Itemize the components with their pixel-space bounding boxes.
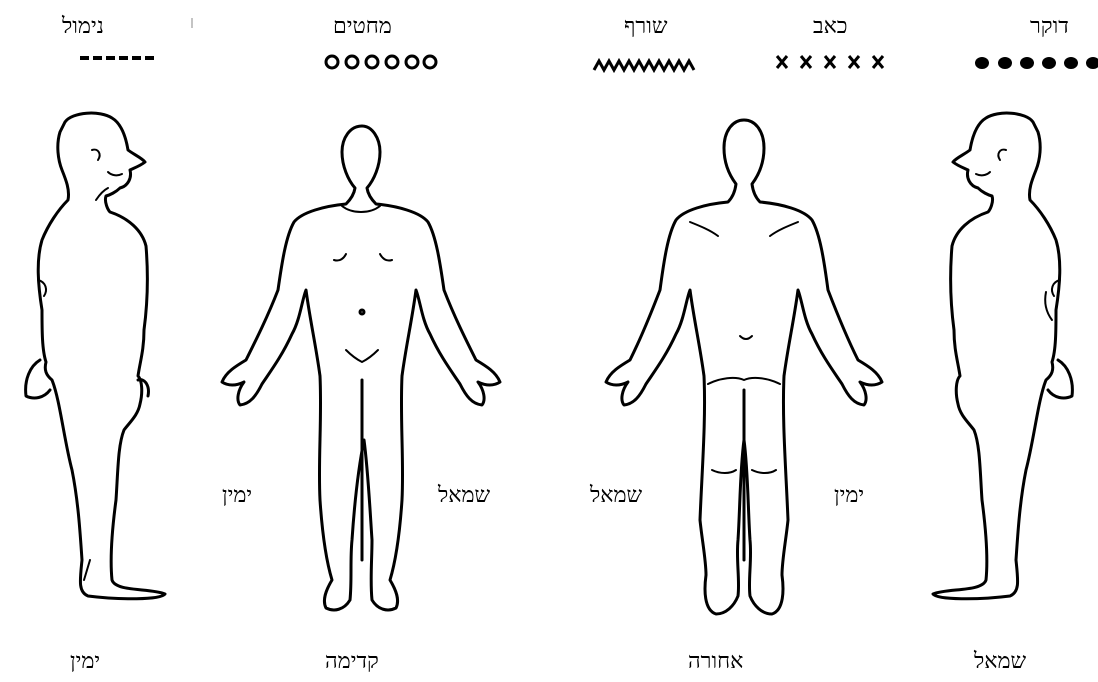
open-circles-icon: [326, 56, 436, 68]
left-profile-figure: [933, 113, 1072, 599]
caret-wave-icon: [594, 61, 694, 70]
right-profile-figure: [26, 113, 165, 599]
x-marks-icon: [777, 56, 883, 68]
front-figure: [222, 126, 500, 610]
back-figure: [606, 120, 882, 614]
filled-dots-icon: [975, 57, 1098, 69]
